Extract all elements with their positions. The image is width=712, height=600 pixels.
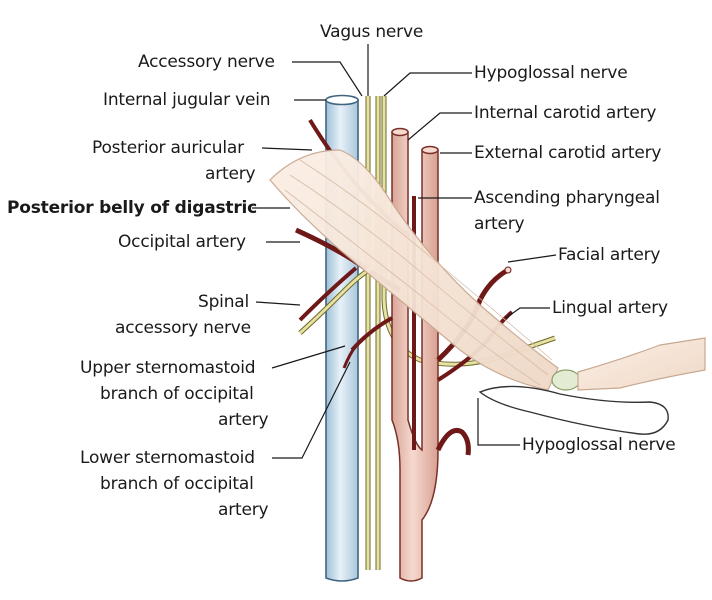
label-spinal-accessory-nerve-line2: accessory nerve	[115, 318, 251, 338]
anterior-belly-of-digastric	[577, 337, 706, 391]
label-external-carotid-artery: External carotid artery	[474, 143, 662, 163]
label-lower-sternomastoid-line1: Lower sternomastoid	[80, 448, 255, 468]
label-upper-sternomastoid-line3: artery	[218, 410, 269, 430]
label-vagus-nerve: Vagus nerve	[320, 22, 424, 42]
leader-lines	[252, 44, 557, 459]
superior-thyroid-branch	[435, 428, 471, 456]
label-lower-sternomastoid-line2: branch of occipital	[100, 474, 254, 494]
label-lingual-artery: Lingual artery	[552, 298, 668, 318]
label-posterior-auricular-artery-line1: Posterior auricular	[92, 138, 244, 158]
hyoid-bone	[478, 385, 669, 435]
label-posterior-belly-of-digastric: Posterior belly of digastric	[7, 198, 258, 218]
label-ascending-pharyngeal-line2: artery	[474, 214, 525, 234]
label-ascending-pharyngeal-line1: Ascending pharyngeal	[474, 188, 660, 208]
label-occipital-artery: Occipital artery	[118, 232, 246, 252]
digastric-tendon-sling	[551, 369, 581, 391]
posterior-belly-of-digastric	[269, 149, 559, 391]
label-internal-jugular-vein: Internal jugular vein	[103, 90, 271, 110]
label-upper-sternomastoid-line2: branch of occipital	[100, 384, 254, 404]
label-posterior-auricular-artery-line2: artery	[205, 164, 256, 184]
label-internal-carotid-artery: Internal carotid artery	[474, 103, 657, 123]
label-spinal-accessory-nerve-line1: Spinal	[198, 292, 250, 312]
label-hypoglossal-nerve-bottom: Hypoglossal nerve	[522, 435, 676, 455]
label-accessory-nerve: Accessory nerve	[138, 52, 275, 72]
label-lower-sternomastoid-line3: artery	[218, 500, 269, 520]
label-upper-sternomastoid-line1: Upper sternomastoid	[80, 358, 256, 378]
label-facial-artery: Facial artery	[558, 245, 661, 265]
spinal-accessory-nerve	[298, 265, 374, 335]
label-hypoglossal-nerve-top: Hypoglossal nerve	[474, 63, 628, 83]
